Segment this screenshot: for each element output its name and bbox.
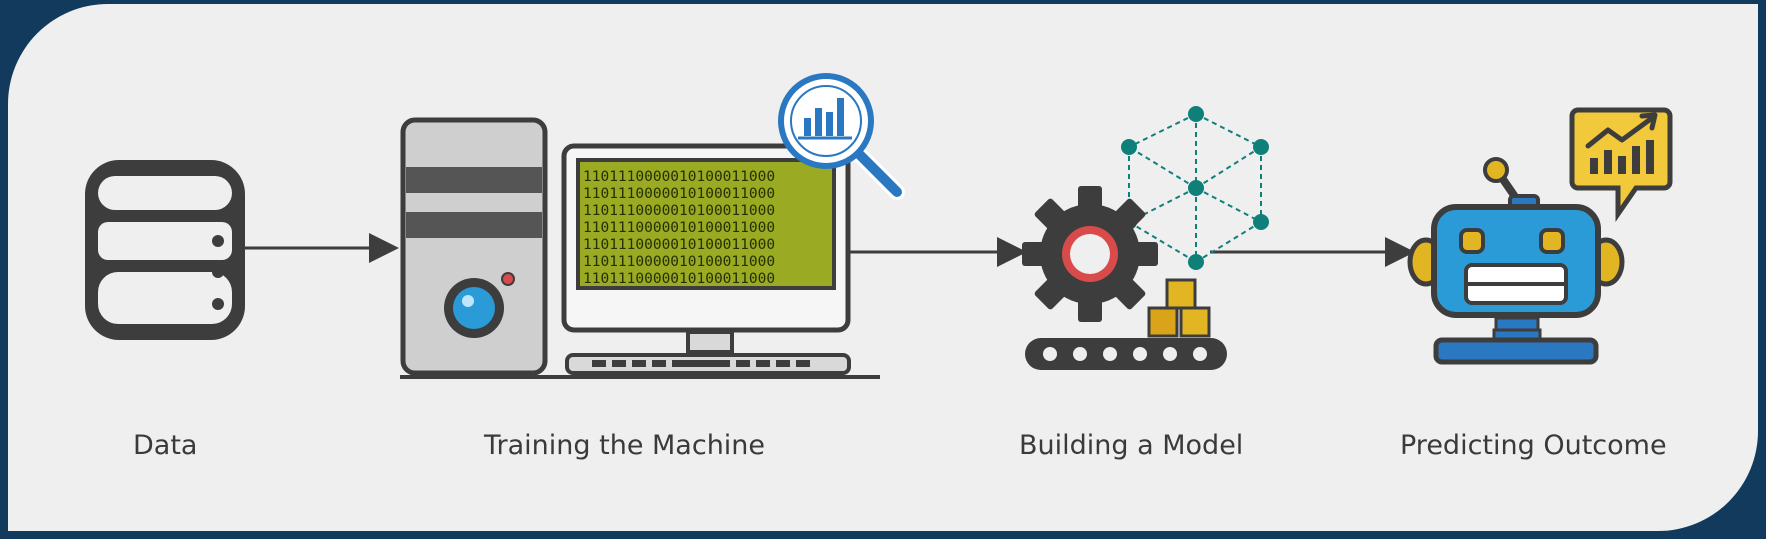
trend-chart-bubble-icon (1569, 107, 1673, 223)
binary-line: 1101110000010100011000 (583, 220, 775, 236)
binary-line: 1101110000010100011000 (583, 203, 775, 219)
binary-line: 1101110000010100011000 (583, 271, 775, 287)
boxes-icon (1147, 278, 1211, 338)
robot-icon (1407, 107, 1673, 365)
screen-binary-text: 1101110000010100011000 11011100000101000… (583, 169, 775, 287)
computer-icon: 1101110000010100011000 11011100000101000… (400, 73, 905, 379)
step-label-training: Training the Machine (484, 430, 766, 461)
diagram-panel: 1101110000010100011000 11011100000101000… (8, 4, 1758, 531)
database-icon (85, 160, 245, 340)
step-label-prediction: Predicting Outcome (1400, 430, 1667, 461)
binary-line: 1101110000010100011000 (583, 237, 775, 253)
step-label-model: Building a Model (1019, 430, 1244, 461)
binary-line: 1101110000010100011000 (583, 186, 775, 202)
binary-line: 1101110000010100011000 (583, 169, 775, 185)
pipeline-diagram: 1101110000010100011000 11011100000101000… (85, 73, 1673, 379)
conveyor-icon (1025, 338, 1227, 370)
step-label-data: Data (133, 430, 198, 461)
gear-icon (1022, 186, 1158, 322)
network-icon (1128, 113, 1262, 263)
gear-conveyor-icon (1022, 106, 1269, 370)
magnifier-chart-icon (778, 73, 905, 200)
binary-line: 1101110000010100011000 (583, 254, 775, 270)
